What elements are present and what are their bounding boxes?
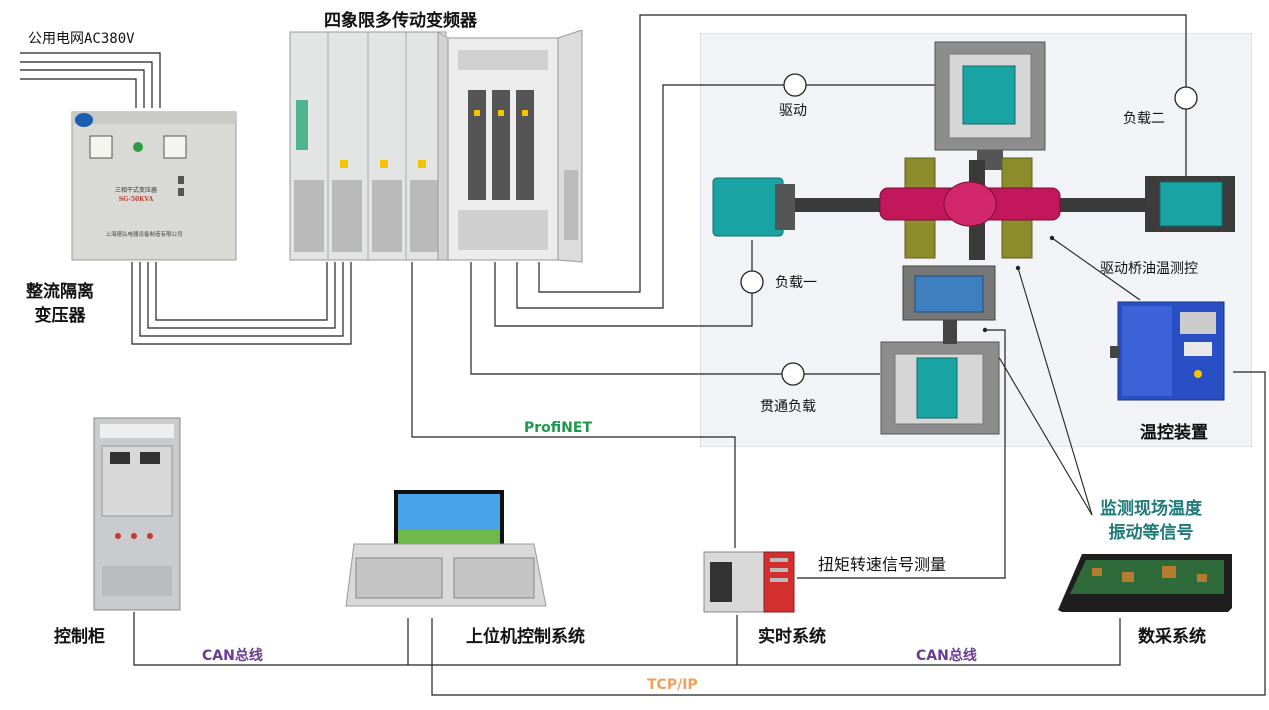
can-bus-line xyxy=(133,612,1121,666)
svg-text:SG-50KVA: SG-50KVA xyxy=(119,196,154,203)
ct-ring-icon xyxy=(1174,86,1198,110)
grid-line-2 xyxy=(20,61,153,108)
ct-ring-icon xyxy=(740,270,764,294)
can-bus-label-2: CAN总线 xyxy=(916,648,977,664)
host-pc-device xyxy=(345,490,547,607)
grid-line-4 xyxy=(20,78,137,108)
torque-label: 扭矩转速信号测量 xyxy=(818,555,947,574)
torque-signal-line xyxy=(797,329,1006,579)
control-cabinet-label: 控制柜 xyxy=(54,627,105,647)
cable-load1 xyxy=(494,262,753,327)
test-bench xyxy=(712,41,1235,435)
trafo-line-3 xyxy=(139,262,344,337)
realtime-label: 实时系统 xyxy=(758,627,826,647)
ct-ring-icon xyxy=(781,362,805,386)
svg-text:上海德弘电器设备制造有限公司: 上海德弘电器设备制造有限公司 xyxy=(105,230,182,238)
tcpip-line xyxy=(431,371,1266,696)
drive-label: 驱动 xyxy=(779,103,807,119)
trafo-line-4 xyxy=(131,262,352,345)
cable-through xyxy=(470,262,880,375)
temp-device-label: 温控装置 xyxy=(1140,423,1208,443)
monitor-leader-2 xyxy=(989,341,1093,516)
transformer-label: 整流隔离 变压器 xyxy=(26,282,94,326)
oiltemp-leader xyxy=(1051,237,1141,301)
tcpip-label: TCP/IP xyxy=(647,677,698,693)
monitor-leader-1 xyxy=(1017,267,1093,516)
ct-ring-icon xyxy=(783,73,807,97)
grid-line-3 xyxy=(20,69,145,108)
daq-device xyxy=(1058,554,1232,612)
profinet-line xyxy=(411,262,736,548)
inverter-cabinet xyxy=(289,30,583,263)
load2-label: 负载二 xyxy=(1123,111,1165,127)
oil-temp-label: 驱动桥油温测控 xyxy=(1100,261,1198,277)
cable-drive xyxy=(516,84,935,309)
can-bus-label-1: CAN总线 xyxy=(202,648,263,664)
inverter-title: 四象限多传动变频器 xyxy=(324,11,477,31)
temp-control-device xyxy=(1110,301,1225,401)
cable-load2 xyxy=(538,14,1187,293)
realtime-device xyxy=(703,551,795,613)
control-cabinet-device xyxy=(93,417,181,611)
trafo-line-1 xyxy=(155,262,328,321)
daq-label: 数采系统 xyxy=(1138,627,1206,647)
host-pc-label: 上位机控制系统 xyxy=(466,627,585,647)
transformer-device: 三相干式变压器 SG-50KVA 上海德弘电器设备制造有限公司 xyxy=(71,111,237,261)
trafo-line-2 xyxy=(147,262,336,329)
grid-line-1 xyxy=(20,52,161,108)
svg-text:三相干式变压器: 三相干式变压器 xyxy=(115,186,157,194)
monitor-label: 监测现场温度 振动等信号 xyxy=(1100,499,1202,543)
grid-label: 公用电网AC380V xyxy=(28,31,135,47)
profinet-label: ProfiNET xyxy=(524,420,592,436)
through-load-label: 贯通负载 xyxy=(760,399,816,415)
load1-label: 负载一 xyxy=(775,275,817,291)
